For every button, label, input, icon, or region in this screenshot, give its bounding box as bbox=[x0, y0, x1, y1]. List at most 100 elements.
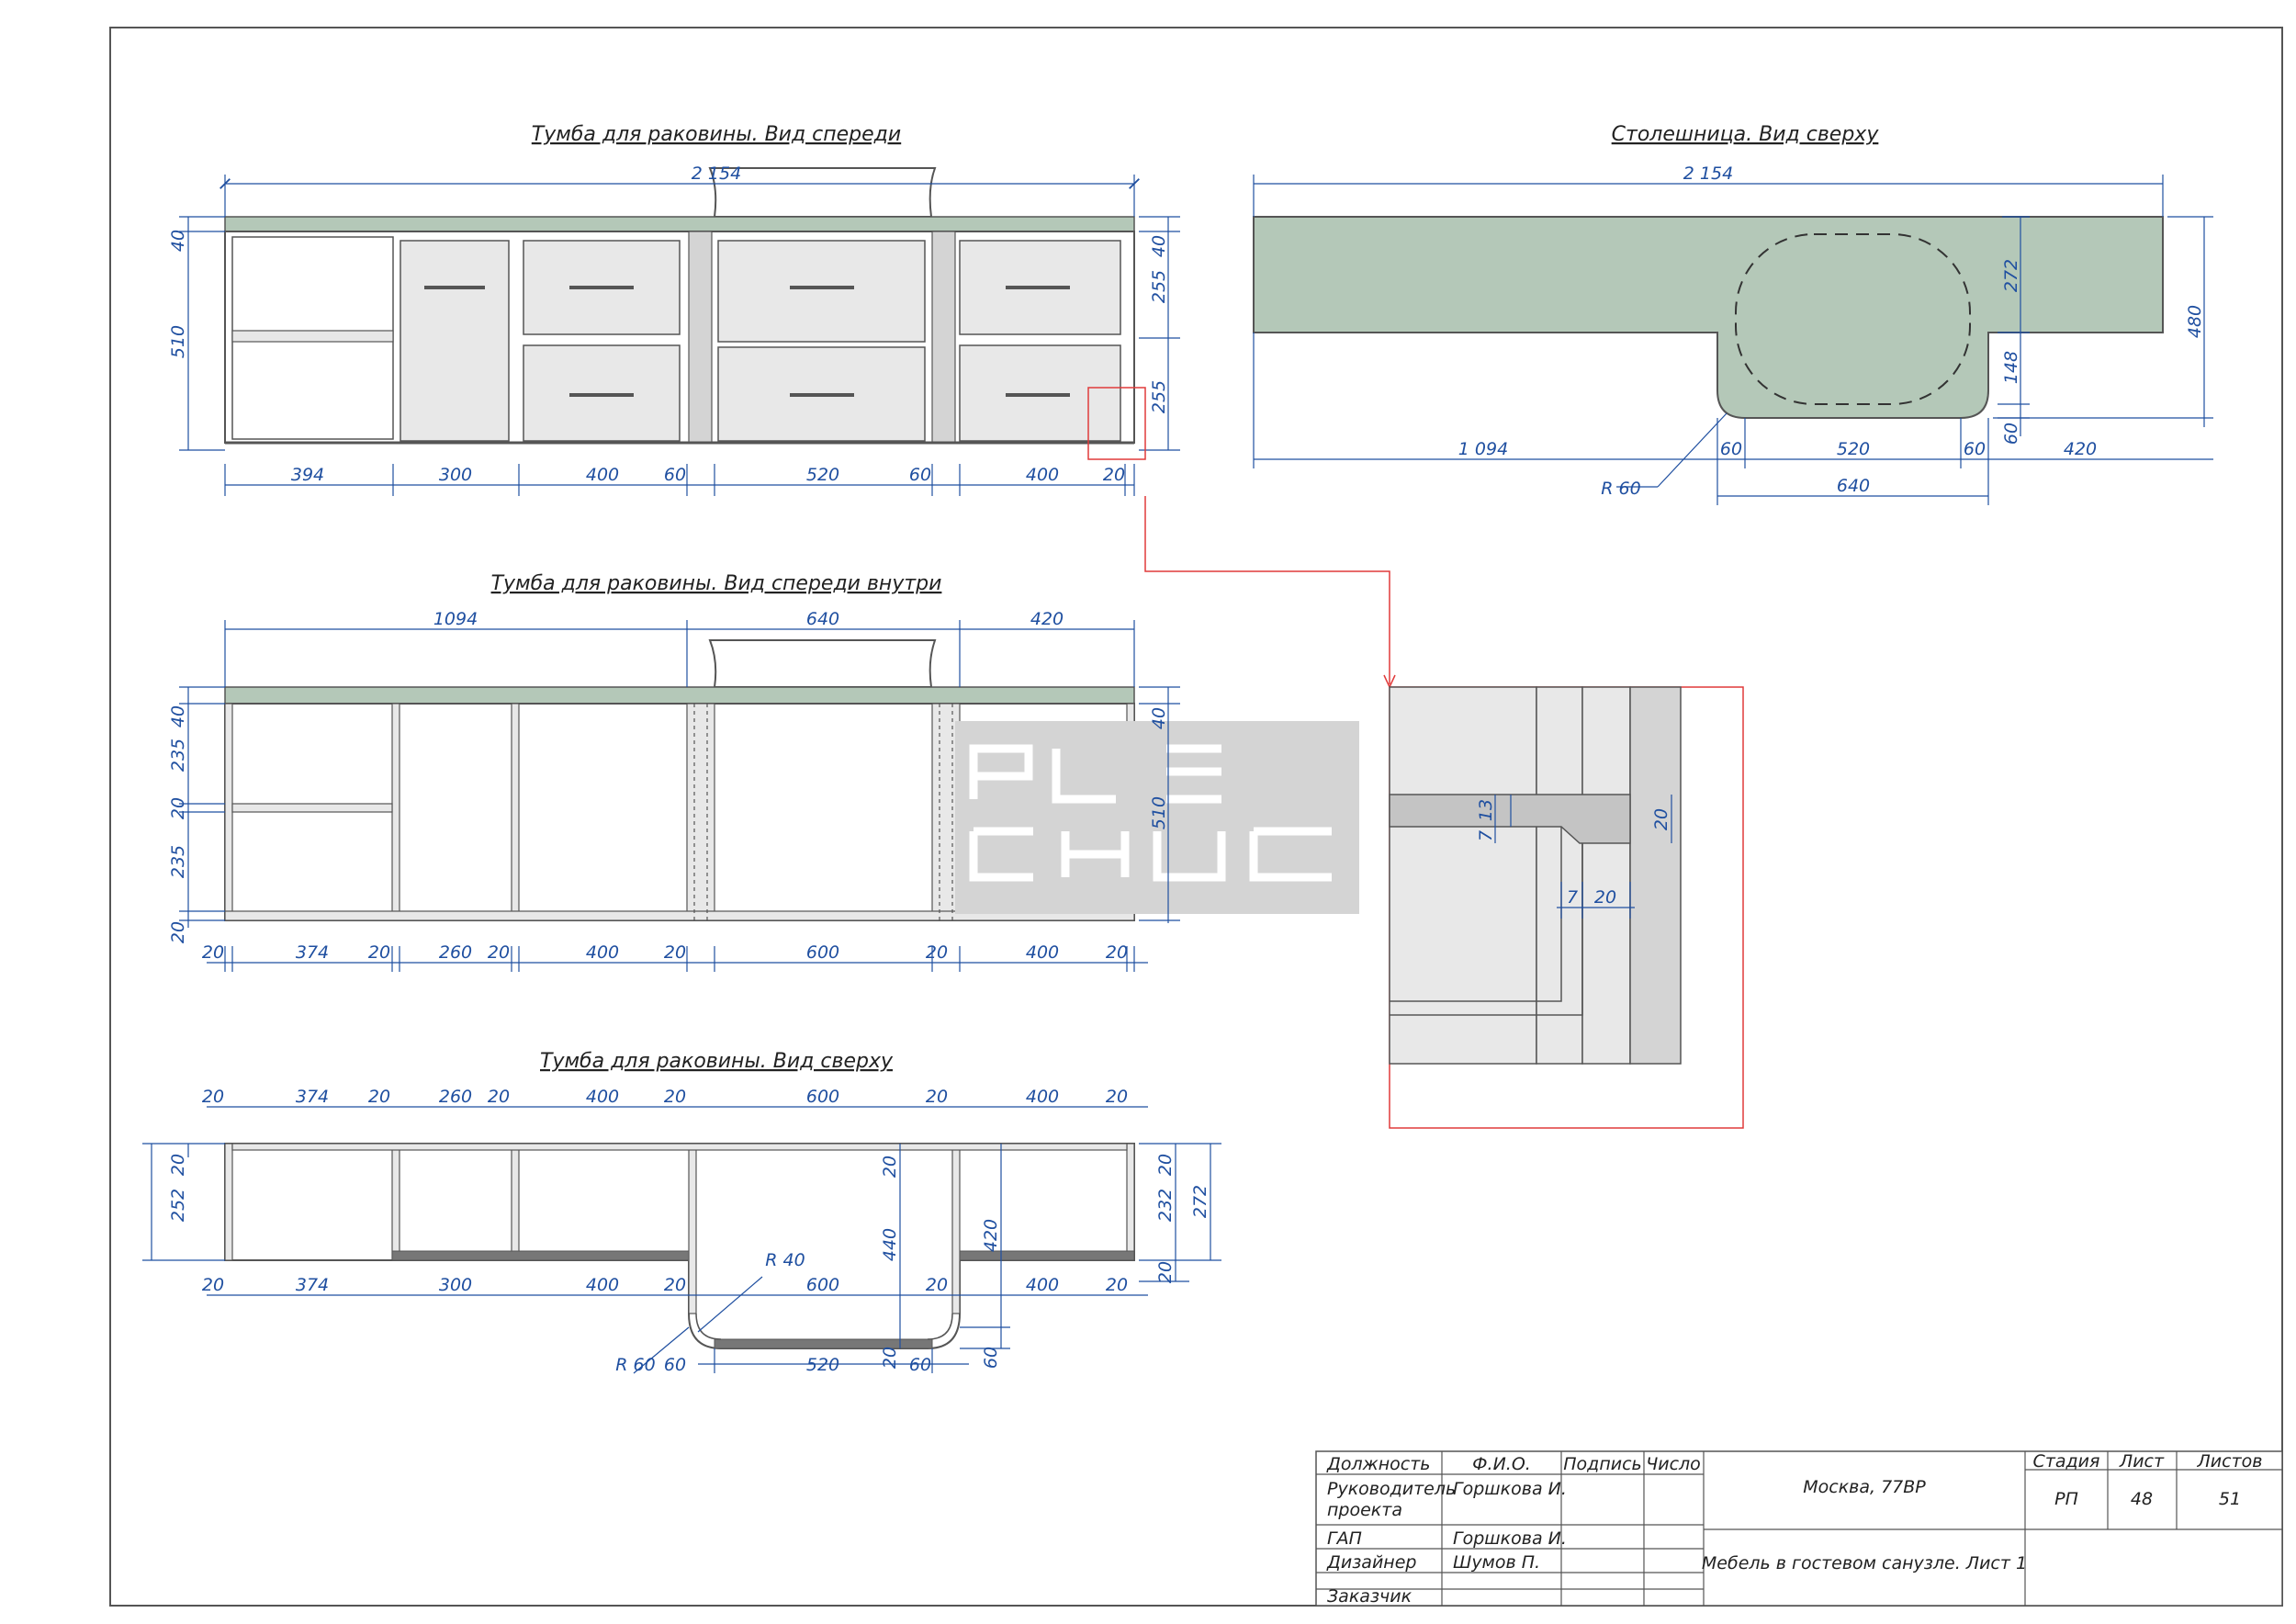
tb-project: Москва, 77ВР bbox=[1803, 1477, 1926, 1497]
dim-label: 20 bbox=[488, 1087, 510, 1107]
front-view: Тумба для раковины. Вид спереди bbox=[168, 123, 1396, 689]
detail-callout-box bbox=[1087, 387, 1146, 460]
dim-label: 420 bbox=[981, 1219, 1001, 1252]
dim-label: 400 bbox=[1026, 1275, 1059, 1295]
tb-header-position: Должность bbox=[1326, 1454, 1431, 1474]
tb-row-position: ГАП bbox=[1327, 1528, 1362, 1549]
dim-label: 20 bbox=[202, 942, 224, 963]
dim-label: 20 bbox=[664, 1087, 686, 1107]
dim-label: 60 bbox=[981, 1347, 1001, 1369]
dim-label: 20 bbox=[202, 1087, 224, 1107]
dim-label: 20 bbox=[880, 1347, 900, 1369]
dim-label: 235 bbox=[168, 845, 188, 878]
dim-label: 400 bbox=[586, 942, 619, 963]
dim-label: 440 bbox=[880, 1228, 900, 1261]
tb-row-name: Горшкова И. bbox=[1453, 1479, 1567, 1499]
dim-label: 20 bbox=[926, 1275, 948, 1295]
tb-stage-value: РП bbox=[2054, 1489, 2078, 1509]
dim-label: 60 bbox=[1720, 439, 1742, 459]
tb-row-name: Горшкова И. bbox=[1453, 1528, 1567, 1549]
dim-label: 400 bbox=[586, 465, 619, 485]
sheet-frame bbox=[109, 27, 2283, 1607]
sink-bowl bbox=[708, 639, 937, 688]
dim-label: 20 bbox=[664, 942, 686, 963]
front-inner-view: Тумба для раковины. Вид спереди внутри bbox=[168, 572, 1359, 972]
sink-bowl bbox=[708, 167, 937, 218]
dim-label: 148 bbox=[2001, 351, 2021, 384]
dim-label: 394 bbox=[291, 465, 324, 485]
dim-label: 60 bbox=[664, 1355, 686, 1375]
dim-label: 510 bbox=[168, 325, 188, 358]
dim-label: 20 bbox=[168, 921, 188, 943]
dim-label: 272 bbox=[2001, 259, 2021, 292]
countertop-title: Столешница. Вид сверху bbox=[1612, 123, 1880, 146]
dim-label: 20 bbox=[1155, 1154, 1176, 1176]
dim-label: 400 bbox=[586, 1087, 619, 1107]
dim-label: 20 bbox=[1106, 1087, 1128, 1107]
dim-label: 20 bbox=[926, 1087, 948, 1107]
dim-label: 20 bbox=[880, 1156, 900, 1178]
dim-label: 60 bbox=[1964, 439, 1986, 459]
dim-label: 7 bbox=[1567, 887, 1578, 908]
dim-label: 480 bbox=[2185, 305, 2205, 338]
front-view-title: Тумба для раковины. Вид спереди bbox=[532, 123, 901, 146]
dim-label: 420 bbox=[1030, 609, 1064, 629]
dim-label: 2 154 bbox=[1683, 164, 1733, 184]
dim-label: 400 bbox=[1026, 1087, 1059, 1107]
dim-label: 235 bbox=[168, 739, 188, 772]
dim-total-width: 2 154 bbox=[692, 164, 741, 184]
dim-label: 420 bbox=[2064, 439, 2097, 459]
inner-countertop bbox=[224, 686, 1135, 705]
dim-label: 20 bbox=[1594, 887, 1616, 908]
dim-label: 374 bbox=[296, 1087, 329, 1107]
watermark bbox=[955, 721, 1359, 914]
dim-label: 272 bbox=[1190, 1185, 1210, 1218]
dim-label: 60 bbox=[664, 465, 686, 485]
tb-header-name: Ф.И.О. bbox=[1472, 1454, 1531, 1474]
dim-label: 20 bbox=[1651, 808, 1671, 830]
dim-label: 13 bbox=[1476, 799, 1496, 821]
front-door bbox=[400, 240, 510, 442]
dim-label: 400 bbox=[1026, 942, 1059, 963]
tb-header-stage: Стадия bbox=[2033, 1451, 2100, 1472]
tb-row-name: Шумов П. bbox=[1453, 1552, 1540, 1573]
dim-label: 60 bbox=[2001, 423, 2021, 445]
tb-row-position: Руководитель bbox=[1327, 1479, 1456, 1499]
dim-label: 1 094 bbox=[1458, 439, 1508, 459]
dim-label: R 40 bbox=[765, 1250, 805, 1270]
dim-label: 520 bbox=[806, 465, 839, 485]
dim-label: 600 bbox=[806, 1275, 839, 1295]
dim-label: 20 bbox=[1106, 942, 1128, 963]
drawer bbox=[717, 240, 926, 343]
dim-label: 400 bbox=[586, 1275, 619, 1295]
title-block: Должность Ф.И.О. Подпись Число Стадия Ли… bbox=[1315, 1450, 2283, 1607]
watermark-logo bbox=[969, 744, 1332, 882]
dim-label: 7 bbox=[1476, 830, 1496, 841]
dim-label: 510 bbox=[1149, 796, 1169, 829]
dim-label: 640 bbox=[806, 609, 839, 629]
dim-label: R 60 bbox=[1601, 479, 1640, 499]
dim-label: 20 bbox=[368, 942, 390, 963]
dim-label: 300 bbox=[439, 1275, 472, 1295]
dim-label: 260 bbox=[439, 1087, 472, 1107]
tb-sheets-total: 51 bbox=[2219, 1489, 2241, 1509]
tb-header-sheet: Лист bbox=[2119, 1451, 2165, 1472]
watermark-text: PL SHU bbox=[1134, 903, 1180, 918]
dim-label: 20 bbox=[1106, 1275, 1128, 1295]
dim-label: 20 bbox=[168, 797, 188, 819]
dim-label: 520 bbox=[1837, 439, 1870, 459]
dim-label: 20 bbox=[1103, 465, 1125, 485]
tb-header-date: Число bbox=[1646, 1454, 1701, 1474]
detail-view: 13 7 20 7 20 bbox=[1389, 686, 1744, 1129]
tb-header-signature: Подпись bbox=[1563, 1454, 1641, 1474]
dim-label: 260 bbox=[439, 942, 472, 963]
top-view-title: Тумба для раковины. Вид сверху bbox=[540, 1050, 894, 1073]
dim-label: 40 bbox=[168, 705, 188, 727]
dim-label: 60 bbox=[909, 465, 931, 485]
dim-label: 40 bbox=[168, 230, 188, 252]
dim-label: 232 bbox=[1155, 1189, 1176, 1222]
dim-label: 60 bbox=[909, 1355, 931, 1375]
dim-label: R 60 bbox=[615, 1355, 655, 1375]
front-countertop bbox=[224, 216, 1135, 232]
